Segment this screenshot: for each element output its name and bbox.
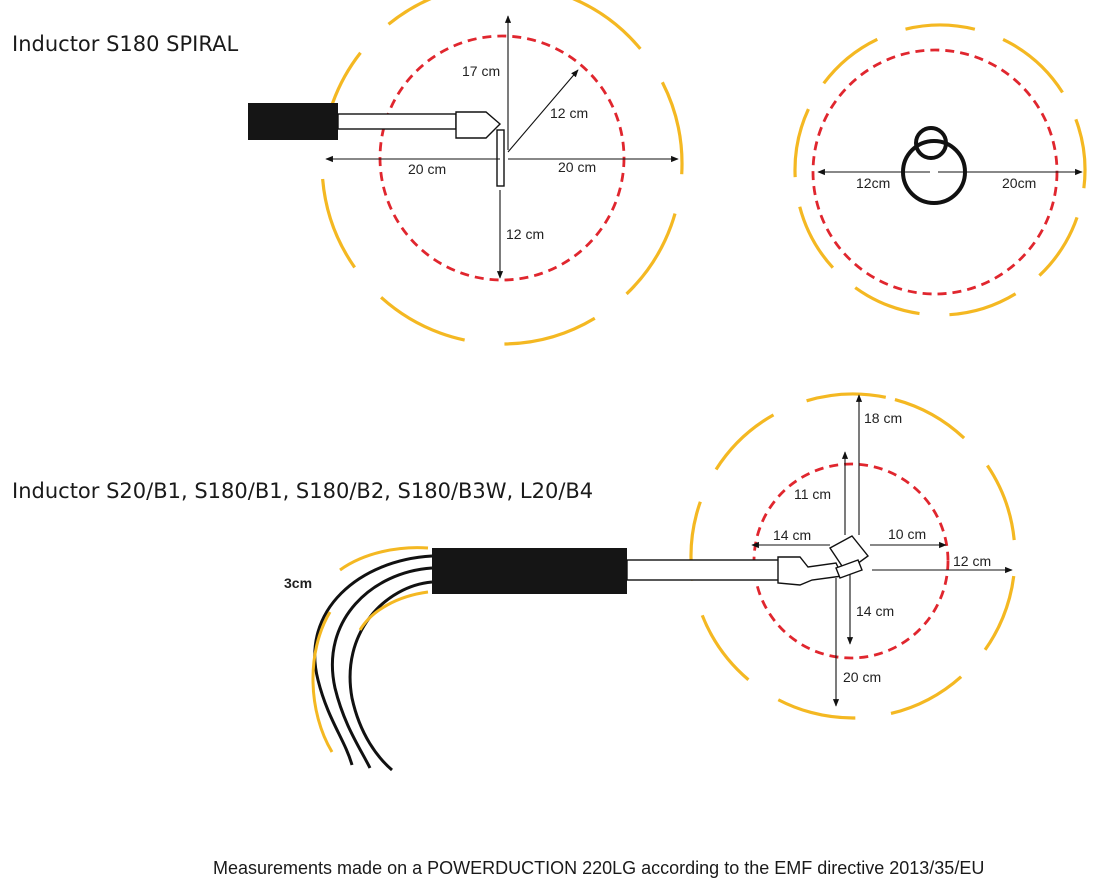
multi-outer-top-label: 18 cm — [864, 410, 902, 426]
multi-view: 18 cm 11 cm 14 cm 10 cm 12 cm 14 cm 20 c… — [284, 392, 1017, 772]
spiral-shaft — [337, 113, 457, 130]
spiral-side-outer-zone — [320, 0, 684, 346]
spiral-side-diagonal-label: 12 cm — [550, 105, 588, 121]
spiral-head — [455, 111, 502, 139]
spiral-handle — [248, 103, 338, 140]
multi-outer-right-label: 12 cm — [953, 553, 991, 569]
spiral-side-bottom-label: 12 cm — [506, 226, 544, 242]
multi-outer-zone — [689, 392, 1017, 720]
multi-outer-bottom-label: 20 cm — [843, 669, 881, 685]
spiral-front-outer-zone — [793, 23, 1087, 317]
spiral-side-right-label: 20 cm — [558, 159, 596, 175]
multi-tip — [835, 559, 863, 579]
multi-shaft — [626, 559, 781, 581]
spiral-front-right-label: 20cm — [1002, 175, 1036, 191]
title-spiral: Inductor S180 SPIRAL — [12, 32, 239, 56]
spiral-side-inner-zone — [378, 34, 626, 282]
spiral-front-view: 12cm 20cm — [793, 23, 1087, 317]
multi-inner-right-label: 10 cm — [888, 526, 926, 542]
spiral-side-top-label: 17 cm — [462, 63, 500, 79]
spiral-front-left-label: 12cm — [856, 175, 890, 191]
spiral-probe — [496, 129, 505, 187]
footnote: Measurements made on a POWERDUCTION 220L… — [213, 858, 985, 878]
spiral-side-view: 17 cm 12 cm 20 cm 20 cm 12 cm — [248, 0, 684, 346]
spiral-coil-small — [914, 126, 948, 160]
spiral-side-left-label: 20 cm — [408, 161, 446, 177]
multi-inner-top-label: 11 cm — [794, 486, 831, 502]
cable-bundle — [311, 546, 433, 772]
title-multi: Inductor S20/B1, S180/B1, S180/B2, S180/… — [12, 479, 594, 503]
multi-connector — [777, 556, 844, 586]
multi-inner-left-label: 14 cm — [773, 527, 811, 543]
multi-head — [828, 535, 870, 573]
multi-inner-bottom-label: 14 cm — [856, 603, 894, 619]
cable-label: 3cm — [284, 575, 312, 591]
multi-handle — [432, 548, 627, 594]
